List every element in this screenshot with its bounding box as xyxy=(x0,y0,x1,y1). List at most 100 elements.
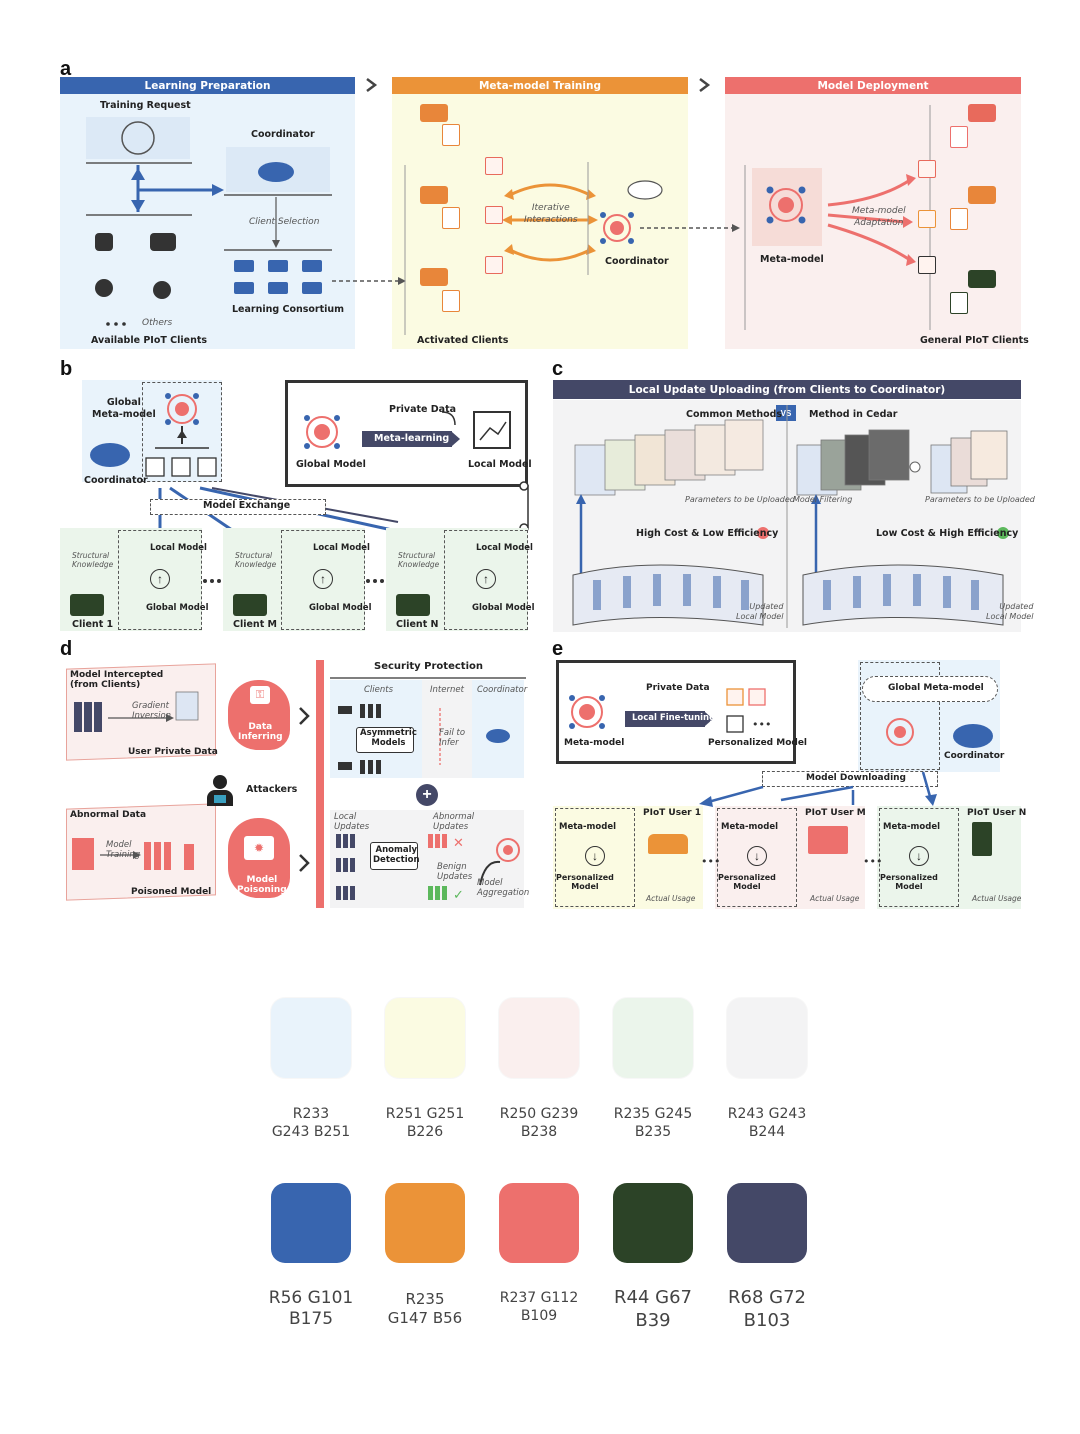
anomaly-detection-label: Anomaly Detection xyxy=(373,845,420,865)
meta-model-network-icon xyxy=(766,186,806,224)
coordinator-label: Coordinator xyxy=(251,129,315,140)
available-clients-label: Available PIoT Clients xyxy=(91,335,208,346)
model-filtering-label: Model Filtering xyxy=(793,495,853,504)
swatch-label: R44 G67 B39 xyxy=(614,1287,692,1331)
iterative-interactions-label: Iterative Interactions xyxy=(524,203,578,225)
personalized-model-label: Personalized Model xyxy=(708,738,808,748)
learning-consortium-label: Learning Consortium xyxy=(232,304,345,315)
chevron-right-icon xyxy=(699,78,711,92)
swatch-row1-1 xyxy=(271,998,351,1078)
global-model-label: Global Model xyxy=(146,603,209,613)
general-clients-label: General PIoT Clients xyxy=(920,335,1029,346)
poisoned-model-label: Poisoned Model xyxy=(131,887,212,897)
user-1-dashed xyxy=(555,808,635,907)
svg-text:✕: ✕ xyxy=(453,836,464,851)
chevron-right-icon xyxy=(299,707,310,725)
updated-local-model-label: Updated Local Model xyxy=(736,602,784,622)
model-exchange-box xyxy=(150,499,326,515)
anomaly-detection-box xyxy=(370,842,418,870)
fail-to-infer-label: Fail to Infer xyxy=(439,728,466,749)
asymmetric-models-label: Asymmetric Models xyxy=(360,728,417,748)
panel-e-graphics: ••• ••• ••• xyxy=(569,688,993,868)
private-data-label: Private Data xyxy=(646,683,710,693)
global-model-label: Global Model xyxy=(309,603,372,613)
coordinator-label: Coordinator xyxy=(477,685,528,695)
global-meta-model-pill xyxy=(862,676,998,702)
meta-model-training-bar: Meta-model Training xyxy=(392,77,688,94)
vs-badge: VS xyxy=(776,405,796,421)
internet-label: Internet xyxy=(430,685,464,695)
client-server-icon xyxy=(968,104,996,122)
personalized-model-label: Personalized Model xyxy=(556,873,614,891)
swatch-label: R237 G112 B109 xyxy=(499,1290,579,1324)
swatch-row2-3 xyxy=(499,1183,579,1263)
training-request-label: Training Request xyxy=(100,100,191,111)
swatch-label: R250 G239 B238 xyxy=(499,1106,579,1140)
panel-b-graphics xyxy=(90,393,529,583)
others-label: Others xyxy=(142,318,173,328)
structural-knowledge-label: Structural Knowledge xyxy=(235,551,277,569)
structural-knowledge-label: Structural Knowledge xyxy=(398,551,440,569)
coordinator-network-icon xyxy=(600,212,634,244)
global-meta-model-dashed xyxy=(860,662,940,770)
image-icon xyxy=(485,206,503,224)
client-server-icon xyxy=(233,594,267,616)
model-exchange-label: Model Exchange xyxy=(203,500,291,511)
abnormal-data-label: Abnormal Data xyxy=(70,810,147,820)
svg-text:✓: ✓ xyxy=(453,888,464,903)
panel-letter-a: a xyxy=(60,58,72,80)
global-model-network-icon xyxy=(165,393,199,425)
arrow-up-icon: ↑ xyxy=(313,569,333,589)
params-uploaded-label: Parameters to be Uploaded xyxy=(685,495,795,504)
image-icon xyxy=(918,160,936,178)
local-update-bar: Local Update Uploading (from Clients to … xyxy=(553,380,1021,399)
user-n-dashed xyxy=(879,808,959,907)
panel-c-graphics xyxy=(572,405,1009,628)
high-cost-label: High Cost & Low Efficiency xyxy=(636,528,779,539)
image-icon xyxy=(918,256,936,274)
updated-local-model-label: Updated Local Model xyxy=(986,602,1034,622)
coordinator-label: Coordinator xyxy=(944,751,1005,761)
chevron-right-icon xyxy=(299,854,310,872)
cloud-icon xyxy=(627,180,663,200)
actual-usage-label: Actual Usage xyxy=(972,894,1022,903)
arrow-up-icon: ↑ xyxy=(476,569,496,589)
panel-letter-b: b xyxy=(60,358,73,380)
user-private-data-label: User Private Data xyxy=(128,747,218,757)
meta-model-network-icon xyxy=(569,695,605,729)
model-intercepted-label: Model Intercepted (from Clients) xyxy=(70,670,164,691)
clients-label: Clients xyxy=(364,685,394,695)
svg-text:•••: ••• xyxy=(863,855,882,868)
model-deployment-bar: Model Deployment xyxy=(725,77,1021,94)
brain-icon xyxy=(121,121,155,155)
local-model-label: Local Model xyxy=(150,543,207,553)
document-icon xyxy=(442,207,460,229)
global-meta-model-label: Global Meta-model xyxy=(92,397,156,421)
security-wall xyxy=(316,660,324,908)
arrow-down-icon: ↓ xyxy=(909,846,929,866)
meta-model-training-section xyxy=(392,77,688,349)
gradient-inversion-label: Gradient Inversion xyxy=(132,701,172,722)
camera-icon xyxy=(153,281,171,299)
meta-model-label: Meta-model xyxy=(883,822,941,832)
meta-model-label: Meta-model xyxy=(564,738,625,748)
vr-headset-icon xyxy=(150,233,176,251)
user-1-label: PIoT User 1 xyxy=(643,808,702,818)
model-poisoning-label: Model Poisoning xyxy=(237,875,287,895)
panel-letter-d: d xyxy=(60,638,73,660)
cloud-icon xyxy=(258,162,294,182)
image-icon xyxy=(485,157,503,175)
swatch-label: R251 G251 B226 xyxy=(385,1106,465,1140)
data-inferring-label: Data Inferring xyxy=(238,722,283,742)
cloud-icon xyxy=(953,724,993,748)
check-icon xyxy=(997,527,1009,539)
document-icon xyxy=(950,208,968,230)
model-downloading-label: Model Downloading xyxy=(806,773,906,783)
global-meta-model-label: Global Meta-model xyxy=(888,683,984,693)
monitor-icon xyxy=(808,826,848,854)
user-n-card xyxy=(877,806,1021,909)
local-updates-label: Local Updates xyxy=(334,812,370,833)
arrow-down-icon: ↓ xyxy=(747,846,767,866)
benign-updates-label: Benign Updates xyxy=(437,862,473,883)
coordinator-label: Coordinator xyxy=(84,475,148,486)
